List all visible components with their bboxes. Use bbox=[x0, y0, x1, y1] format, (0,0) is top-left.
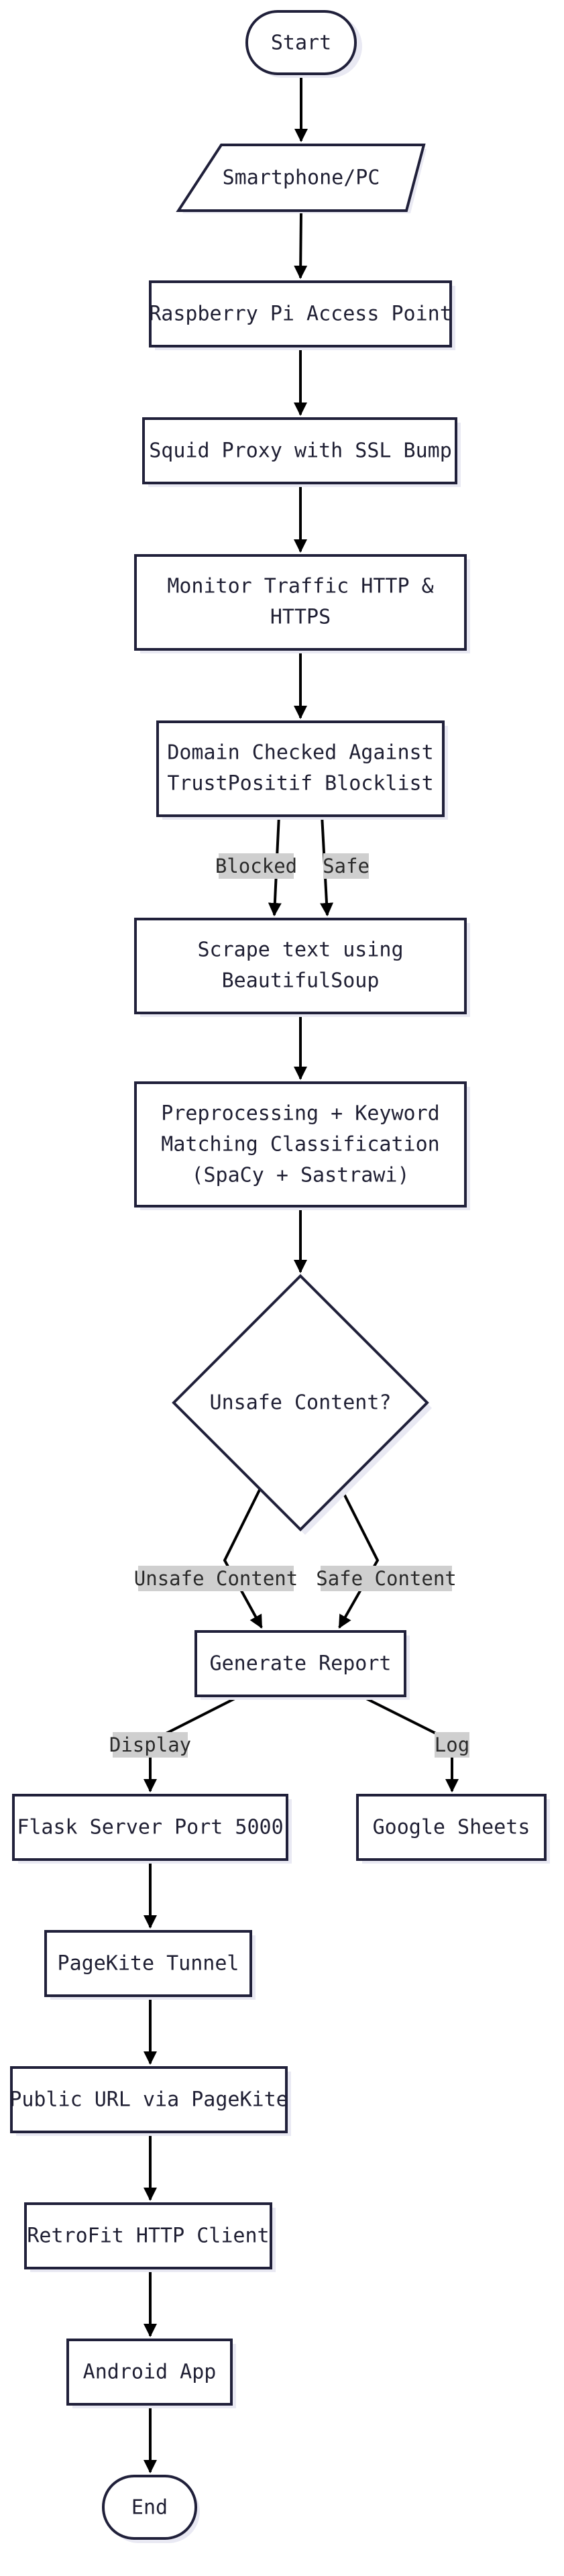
edge-label-unsafe-content: Unsafe Content bbox=[134, 1566, 298, 1591]
node-pagekite: PageKite Tunnel bbox=[44, 1930, 256, 2000]
svg-text:Public URL via PageKite: Public URL via PageKite bbox=[9, 2088, 288, 2112]
edge-label-blocked: Blocked bbox=[215, 853, 297, 879]
edge-label-log: Log bbox=[435, 1732, 469, 1758]
node-scrape: Scrape text using BeautifulSoup bbox=[134, 918, 470, 1017]
edge-label-safe-content: Safe Content bbox=[316, 1566, 457, 1591]
edge-decision-report-safe bbox=[338, 1487, 380, 1629]
svg-text:Android App: Android App bbox=[83, 2361, 217, 2384]
edge-labels: Blocked Safe Unsafe Content Safe Content… bbox=[109, 853, 469, 1758]
svg-text:Monitor Traffic HTTP &: Monitor Traffic HTTP & bbox=[167, 575, 433, 598]
svg-text:Matching Classification: Matching Classification bbox=[161, 1133, 439, 1157]
node-report: Generate Report bbox=[194, 1630, 410, 1700]
node-android: Android App bbox=[66, 2339, 236, 2408]
svg-text:Start: Start bbox=[271, 32, 331, 55]
svg-text:Smartphone/PC: Smartphone/PC bbox=[223, 166, 380, 190]
svg-text:Scrape text using: Scrape text using bbox=[197, 938, 403, 962]
node-flask: Flask Server Port 5000 bbox=[12, 1794, 292, 1864]
svg-text:End: End bbox=[131, 2496, 168, 2520]
svg-text:BeautifulSoup: BeautifulSoup bbox=[222, 969, 380, 993]
node-device: Smartphone/PC bbox=[176, 144, 427, 213]
svg-text:Log: Log bbox=[435, 1733, 469, 1756]
svg-text:Flask Server Port 5000: Flask Server Port 5000 bbox=[17, 1816, 283, 1839]
svg-text:Squid Proxy with SSL Bump: Squid Proxy with SSL Bump bbox=[149, 439, 452, 463]
svg-text:HTTPS: HTTPS bbox=[270, 606, 331, 629]
svg-text:RetroFit HTTP Client: RetroFit HTTP Client bbox=[27, 2224, 269, 2248]
node-monitor: Monitor Traffic HTTP & HTTPS bbox=[134, 554, 470, 653]
svg-text:TrustPositif Blocklist: TrustPositif Blocklist bbox=[167, 772, 433, 796]
nodes: Start Smartphone/PC Raspberry Pi Access … bbox=[9, 10, 550, 2543]
svg-text:Generate Report: Generate Report bbox=[210, 1652, 392, 1676]
node-public-url: Public URL via PageKite bbox=[9, 2066, 291, 2136]
node-decision: Unsafe Content? bbox=[172, 1274, 432, 1535]
edge-label-safe: Safe bbox=[323, 853, 370, 879]
svg-text:PageKite Tunnel: PageKite Tunnel bbox=[58, 1952, 239, 1976]
node-start: Start bbox=[245, 10, 362, 78]
svg-text:Display: Display bbox=[109, 1733, 191, 1756]
edge-device-access-point bbox=[294, 211, 308, 279]
node-sheets: Google Sheets bbox=[356, 1794, 550, 1864]
svg-text:Safe: Safe bbox=[323, 855, 370, 877]
node-domain-check: Domain Checked Against TrustPositif Bloc… bbox=[156, 720, 448, 820]
svg-text:Blocked: Blocked bbox=[215, 855, 297, 877]
svg-text:Raspberry Pi Access Point: Raspberry Pi Access Point bbox=[149, 303, 452, 326]
svg-text:Unsafe Content: Unsafe Content bbox=[134, 1567, 298, 1590]
node-end: End bbox=[102, 2475, 200, 2543]
node-access-point: Raspberry Pi Access Point bbox=[149, 280, 455, 350]
node-squid: Squid Proxy with SSL Bump bbox=[142, 417, 461, 487]
edge-label-display: Display bbox=[109, 1732, 191, 1758]
svg-text:(SpaCy + Sastrawi): (SpaCy + Sastrawi) bbox=[191, 1164, 409, 1187]
node-preprocess: Preprocessing + Keyword Matching Classif… bbox=[134, 1081, 470, 1210]
svg-text:Unsafe Content?: Unsafe Content? bbox=[210, 1391, 392, 1415]
svg-text:Domain Checked Against: Domain Checked Against bbox=[167, 741, 433, 765]
svg-text:Google Sheets: Google Sheets bbox=[373, 1816, 530, 1839]
svg-text:Preprocessing + Keyword: Preprocessing + Keyword bbox=[161, 1102, 439, 1126]
edge-decision-report-unsafe bbox=[223, 1487, 263, 1629]
node-retrofit: RetroFit HTTP Client bbox=[24, 2202, 276, 2272]
svg-text:Safe Content: Safe Content bbox=[316, 1567, 457, 1590]
